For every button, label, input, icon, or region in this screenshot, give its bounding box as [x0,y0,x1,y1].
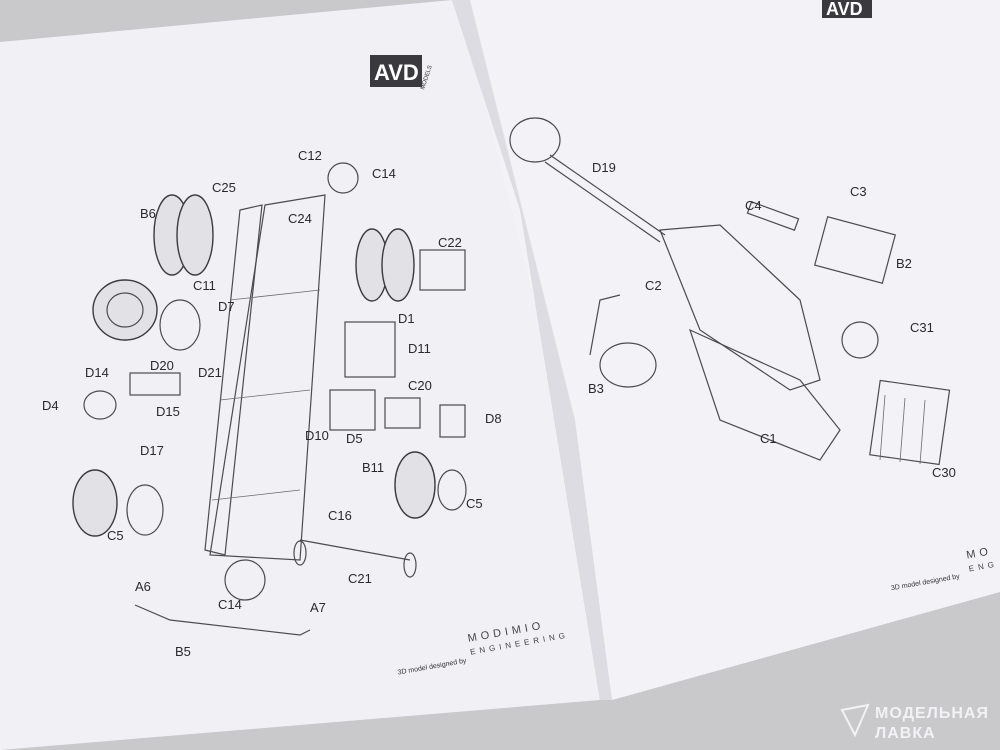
left-part-labels: C12 C14 C25 B6 C24 C22 C11 D7 D1 D11 D20… [42,148,502,659]
svg-text:AVD: AVD [826,0,863,19]
part-label: D5 [346,431,363,446]
part-label: D14 [85,365,109,380]
svg-text:AVD: AVD [374,60,419,85]
svg-text:ЛАВКА: ЛАВКА [875,725,936,742]
part-label: B6 [140,206,156,221]
part-label: C5 [466,496,483,511]
modelnaya-lavka-watermark: МОДЕЛЬНАЯ ЛАВКА [840,703,989,742]
part-label: B2 [896,256,912,271]
part-label: C14 [218,597,242,612]
right-part-labels: D19 C4 C3 B2 C2 C31 B3 C1 C30 [588,160,956,480]
spine-shadow [452,0,612,700]
part-label: C24 [288,211,312,226]
part-label: C20 [408,378,432,393]
part-label: C14 [372,166,396,181]
part-label: D11 [408,341,431,356]
part-label: D10 [305,428,329,443]
part-label: D19 [592,160,616,175]
part-label: D7 [218,299,235,314]
part-label: D15 [156,404,180,419]
part-label: C3 [850,184,867,199]
part-label: C21 [348,571,372,586]
part-label: C16 [328,508,352,523]
part-label: B3 [588,381,604,396]
left-page [0,0,600,750]
part-label: C30 [932,465,956,480]
chassis-exploded-drawing [72,162,467,636]
part-label: D21 [198,365,222,380]
part-label: D1 [398,311,415,326]
svg-text:МОДЕЛЬНАЯ: МОДЕЛЬНАЯ [875,705,989,722]
part-label: C22 [438,235,462,250]
part-label: C5 [107,528,124,543]
svg-text:MO: MO [965,545,992,561]
engine-exploded-drawing [509,117,951,466]
avd-logo-right: AVD [822,0,872,19]
part-label: D17 [140,443,164,458]
part-label: D8 [485,411,502,426]
part-label: C2 [645,278,662,293]
part-label: B11 [362,460,384,475]
part-label: A6 [135,579,151,594]
part-label: B5 [175,644,191,659]
part-label: A7 [310,600,326,615]
part-label: D4 [42,398,59,413]
part-label: C31 [910,320,934,335]
part-label: C12 [298,148,322,163]
part-label: C25 [212,180,236,195]
part-label: D20 [150,358,174,373]
part-label: C4 [745,198,762,213]
part-label: C11 [193,278,216,293]
part-label: C1 [760,431,777,446]
